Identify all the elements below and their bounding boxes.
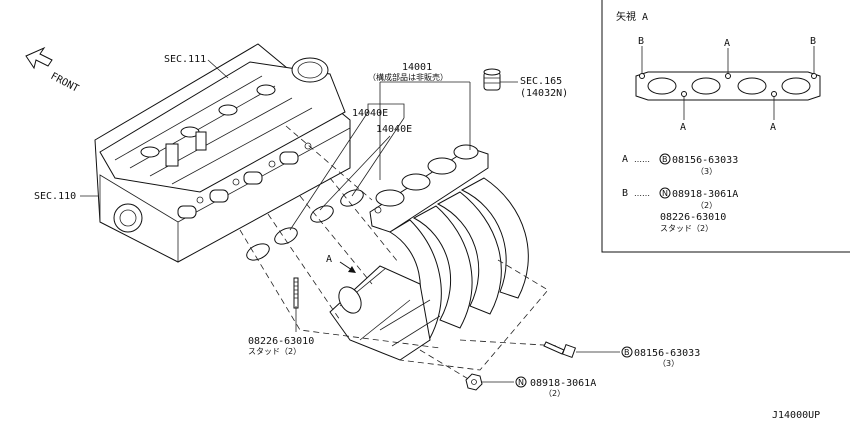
gasket-label-1: 14040E <box>352 108 388 119</box>
legend-b-symbol: N <box>662 189 668 198</box>
bolt-qty-label: （3） <box>658 359 679 368</box>
legend-b-part: 08918-3061A <box>672 189 738 200</box>
view-a-label: A <box>326 254 332 265</box>
inset-view-a: 矢視 A B A B A A A …… B 08156-63033 （3） B … <box>601 0 850 253</box>
legend-a-key: A <box>622 154 628 165</box>
nut-drawing <box>465 373 483 391</box>
stud-desc-label: スタッド（2） <box>248 347 301 356</box>
front-label: FRONT <box>49 71 81 95</box>
legend-a-symbol: B <box>662 155 668 164</box>
manifold-gaskets <box>246 189 364 261</box>
legend-b-qty: （2） <box>696 201 717 210</box>
manifold-note: （構成部品は非販売） <box>368 72 448 82</box>
legend-a-dots: …… <box>634 155 650 164</box>
nut-part-label: 08918-3061A <box>530 378 596 389</box>
bolt-drawing <box>543 341 577 359</box>
sec-165-part: (14032N) <box>520 88 568 99</box>
diagram-id: J14000UP <box>772 410 820 421</box>
legend-a-qty: （3） <box>696 167 717 176</box>
cylinder-head-drawing <box>94 43 351 263</box>
view-a-arrowhead <box>348 266 356 273</box>
cap-drawing <box>483 68 501 91</box>
sec-110-label: SEC.110 <box>34 191 76 202</box>
assembly-guide-lines <box>239 125 561 381</box>
inset-callout-b-left: B <box>638 36 644 47</box>
inset-callout-a-top: A <box>724 38 730 49</box>
stud-part-label: 08226-63010 <box>248 336 314 347</box>
inset-callout-b-right: B <box>810 36 816 47</box>
legend-b-key: B <box>622 188 628 199</box>
bolt-part-label: 08156-63033 <box>634 348 700 359</box>
front-arrow: FRONT <box>25 46 81 95</box>
nut-qty-label: （2） <box>544 389 565 398</box>
bolt-symbol: B <box>624 348 630 357</box>
legend-b-dots: …… <box>634 189 650 198</box>
nut-symbol: N <box>518 378 524 387</box>
legend-b-extra-desc: スタッド（2） <box>660 224 713 233</box>
gasket-label-2: 14040E <box>376 124 412 135</box>
legend-a-part: 08156-63033 <box>672 155 738 166</box>
inset-callout-a-left: A <box>680 122 686 133</box>
manifold-part-label: 14001 <box>402 62 432 73</box>
inset-callout-a-right: A <box>770 122 776 133</box>
bolt-symbol-circle <box>621 346 633 358</box>
sec-111-label: SEC.111 <box>164 54 206 65</box>
legend-b-extra-part: 08226-63010 <box>660 212 726 223</box>
nut-symbol-circle <box>515 376 527 388</box>
stud-drawing <box>293 277 299 309</box>
sec-165-label: SEC.165 <box>520 76 562 87</box>
inset-title: 矢視 A <box>616 10 648 23</box>
intake-manifold-drawing <box>329 144 529 361</box>
